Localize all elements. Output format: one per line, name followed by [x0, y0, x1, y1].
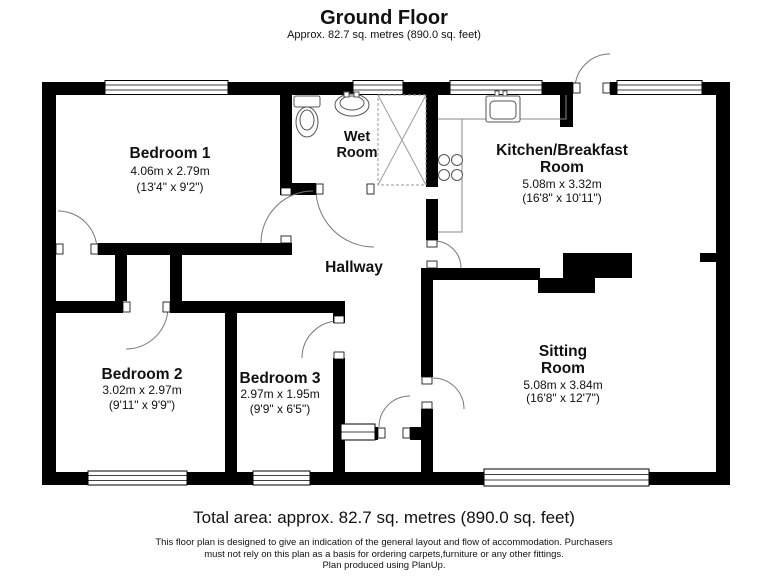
door-arc-wetroom	[315, 188, 375, 248]
room-dims-metric-bedroom1: 4.06m x 2.79m	[130, 164, 209, 178]
walls	[42, 82, 730, 485]
room-label-bedroom3: Bedroom 3	[240, 370, 321, 387]
total-area-text: Total area: approx. 82.7 sq. metres (890…	[193, 508, 575, 527]
room-label-bedroom2: Bedroom 2	[102, 366, 183, 383]
room-dims-metric-sitting: 5.08m x 3.84m	[523, 378, 602, 392]
labels: Ground Floor Approx. 82.7 sq. metres (89…	[102, 7, 628, 571]
window-sitting-patio	[483, 468, 650, 487]
worktop-top	[438, 95, 567, 120]
room-dims-imperial-kitchen: (16'8" x 10'11")	[522, 191, 602, 205]
toilet	[293, 95, 321, 138]
room-label-hallway: Hallway	[325, 259, 383, 276]
room-label-wetroom-line2: Room	[336, 145, 377, 161]
door-arc-bedroom3	[301, 320, 340, 359]
door-arc-sitting	[432, 377, 465, 410]
room-dims-imperial-sitting: (16'8" x 12'7")	[526, 391, 600, 405]
door-arc-bedroom2	[125, 306, 169, 350]
worktop-left	[438, 119, 463, 233]
room-label-kitchen-line2: Room	[540, 159, 584, 176]
room-label-wetroom-line1: Wet	[344, 129, 370, 145]
room-dims-metric-bedroom3: 2.97m x 1.95m	[240, 387, 319, 401]
door-arc-hallway-west	[260, 190, 314, 244]
kitchen-sink	[485, 90, 521, 123]
door-arc-bedroom1	[57, 210, 98, 251]
shower-area	[377, 94, 427, 186]
window-wetroom	[352, 80, 404, 95]
room-label-kitchen-line1: Kitchen/Breakfast	[496, 142, 628, 159]
room-dims-metric-bedroom2: 3.02m x 2.97m	[102, 383, 181, 397]
room-label-sitting-line2: Room	[541, 360, 585, 377]
windows	[87, 80, 703, 487]
doors	[55, 53, 611, 439]
hob	[438, 154, 463, 181]
window-kitchen-1	[449, 80, 543, 95]
room-label-sitting-line1: Sitting	[539, 343, 587, 360]
hall-cupboard-front	[340, 423, 376, 441]
window-bedroom1	[104, 80, 229, 95]
door-arc-kitchen	[433, 240, 462, 269]
door-arc-cupboard	[378, 395, 411, 428]
page-subtitle: Approx. 82.7 sq. metres (890.0 sq. feet)	[287, 29, 481, 41]
window-kitchen-2	[616, 80, 703, 95]
page-title: Ground Floor	[320, 7, 448, 29]
room-label-bedroom1: Bedroom 1	[130, 145, 211, 162]
room-dims-metric-kitchen: 5.08m x 3.32m	[522, 177, 601, 191]
disclaimer-line1: This floor plan is designed to give an i…	[155, 537, 613, 548]
room-dims-imperial-bedroom1: (13'4" x 9'2")	[136, 180, 203, 194]
disclaimer-line3: Plan produced using PlanUp.	[322, 560, 445, 571]
window-bedroom3	[252, 470, 311, 486]
basin	[334, 91, 370, 117]
fixtures	[293, 90, 567, 233]
window-bedroom2	[87, 470, 188, 486]
chimney-breast	[563, 253, 632, 278]
room-dims-imperial-bedroom2: (9'11" x 9'9")	[109, 398, 175, 412]
disclaimer-line2: must not rely on this plan as a basis fo…	[204, 549, 564, 560]
room-dims-imperial-bedroom3: (9'9" x 6'5")	[250, 402, 310, 416]
